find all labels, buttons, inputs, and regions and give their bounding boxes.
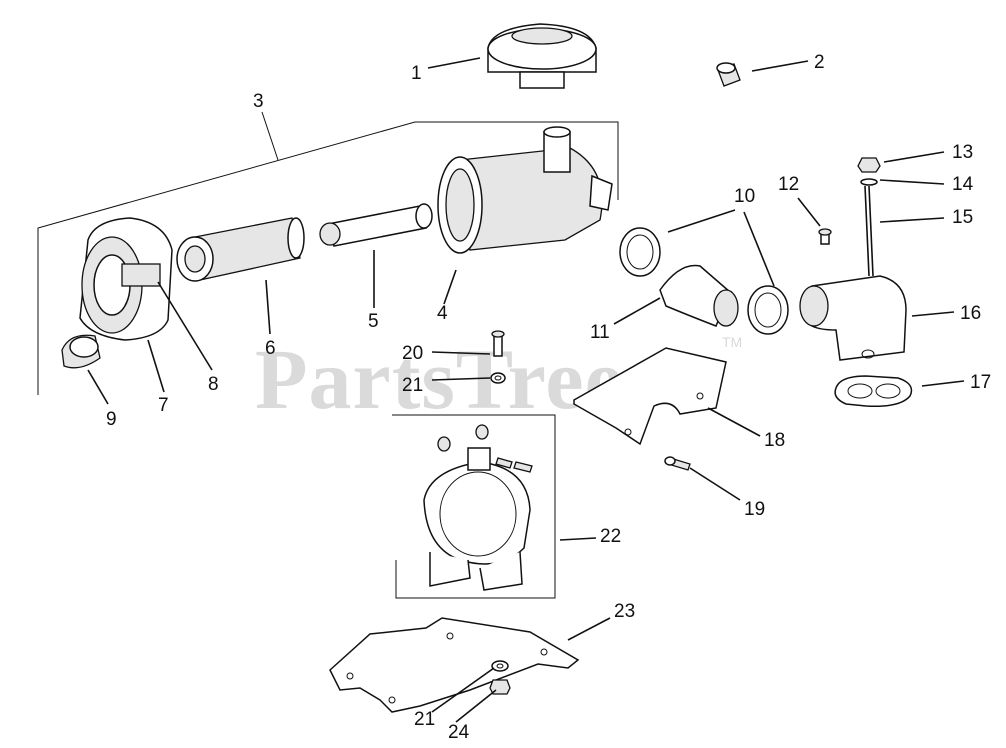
- callout-10: 10: [734, 186, 755, 207]
- part-dust-valve: [61, 334, 101, 369]
- callout-17: 17: [970, 372, 991, 393]
- part-hose-clamps: [619, 227, 789, 335]
- strap-box: [392, 414, 556, 599]
- callout-22: 22: [600, 526, 621, 547]
- watermark-tm: TM: [722, 334, 742, 350]
- part-end-cover: [79, 217, 173, 341]
- part-housing: [437, 126, 613, 254]
- callout-9: 9: [106, 409, 117, 430]
- callout-labels: 1 2 3 4 5 6 7 8 9 10 11 12 13 14 15 16 1…: [106, 52, 991, 743]
- callout-1: 1: [411, 63, 422, 84]
- callout-4: 4: [437, 303, 448, 324]
- part-elbow-hose: [659, 264, 739, 327]
- callout-11: 11: [590, 322, 610, 343]
- callout-19: 19: [744, 499, 765, 520]
- part-screw-12: [818, 228, 832, 245]
- part-washer-nut: [489, 660, 511, 695]
- callout-3: 3: [253, 91, 264, 112]
- callout-24: 24: [448, 722, 470, 743]
- part-precleaner-cap: [487, 23, 597, 89]
- part-stud-assembly: [857, 157, 881, 277]
- part-mounting-bracket: [573, 347, 727, 446]
- callout-12: 12: [778, 174, 799, 195]
- part-mounting-strap: [423, 424, 533, 591]
- callout-6: 6: [265, 338, 276, 359]
- callout-18: 18: [764, 430, 785, 451]
- leader-lines: [87, 57, 965, 723]
- callout-21a: 21: [402, 375, 423, 396]
- callout-23: 23: [614, 601, 635, 622]
- callout-8: 8: [208, 374, 219, 395]
- callout-13: 13: [952, 142, 973, 163]
- callout-5: 5: [368, 311, 379, 332]
- callout-16: 16: [960, 303, 981, 324]
- part-gasket: [834, 375, 913, 408]
- part-screw-20: [490, 330, 506, 384]
- callout-15: 15: [952, 207, 973, 228]
- part-base-plate: [329, 617, 580, 713]
- part-screw-19: [664, 456, 691, 471]
- part-safety-element: [319, 203, 433, 247]
- callout-20: 20: [402, 343, 423, 364]
- part-plug: [716, 62, 741, 87]
- assembly-bracket: [37, 111, 619, 395]
- callout-21b: 21: [414, 709, 435, 730]
- part-elbow-adapter: [799, 275, 907, 361]
- callout-7: 7: [158, 395, 169, 416]
- callout-14: 14: [952, 174, 974, 195]
- callout-2: 2: [814, 52, 825, 73]
- part-primary-element: [176, 217, 305, 282]
